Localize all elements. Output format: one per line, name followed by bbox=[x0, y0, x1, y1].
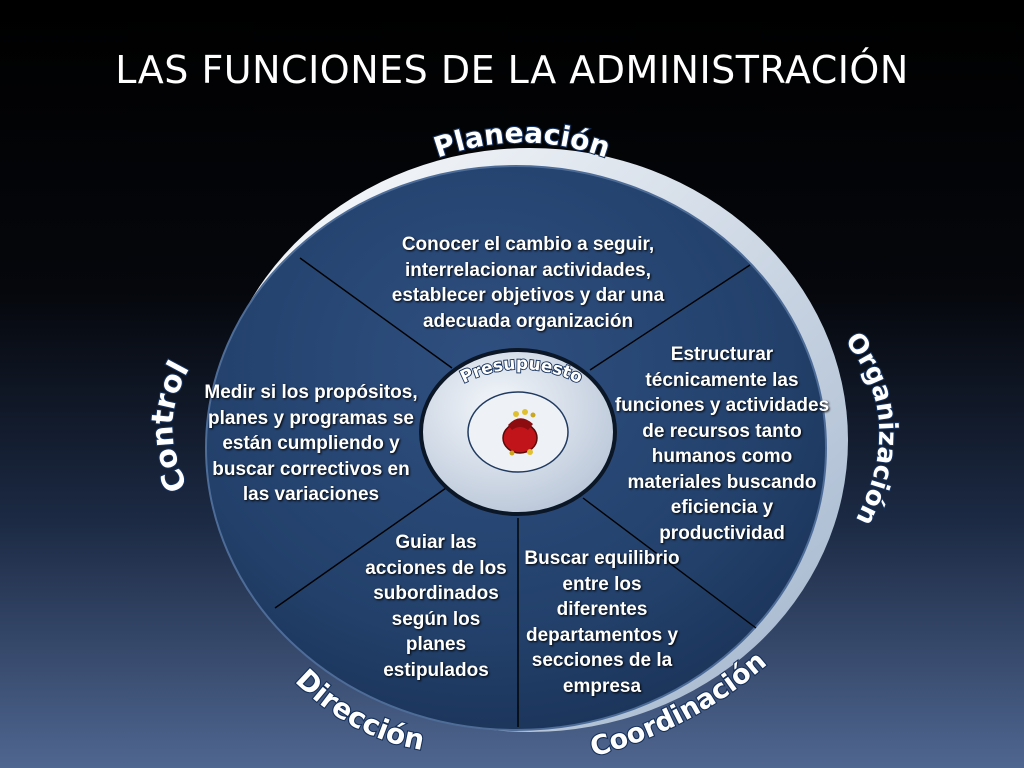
planeacion-description: Conocer el cambio a seguir, interrelacio… bbox=[391, 234, 665, 332]
direccion-description: Guiar las acciones de los subordinados s… bbox=[365, 532, 507, 681]
organizacion-description: Estructurar técnicamente las funciones y… bbox=[614, 344, 830, 544]
label-control: Control bbox=[145, 355, 196, 497]
segment-dividers bbox=[274, 257, 757, 727]
page-title: LAS FUNCIONES DE LA ADMINISTRACIÓN bbox=[115, 48, 909, 92]
control-description: Medir si los propósitos, planes y progra… bbox=[204, 382, 418, 505]
coordinacion-description: Buscar equilibrio entre los diferentes d… bbox=[524, 548, 680, 697]
money-bag-icon bbox=[502, 409, 538, 456]
label-organizacion: Organización bbox=[839, 327, 902, 530]
